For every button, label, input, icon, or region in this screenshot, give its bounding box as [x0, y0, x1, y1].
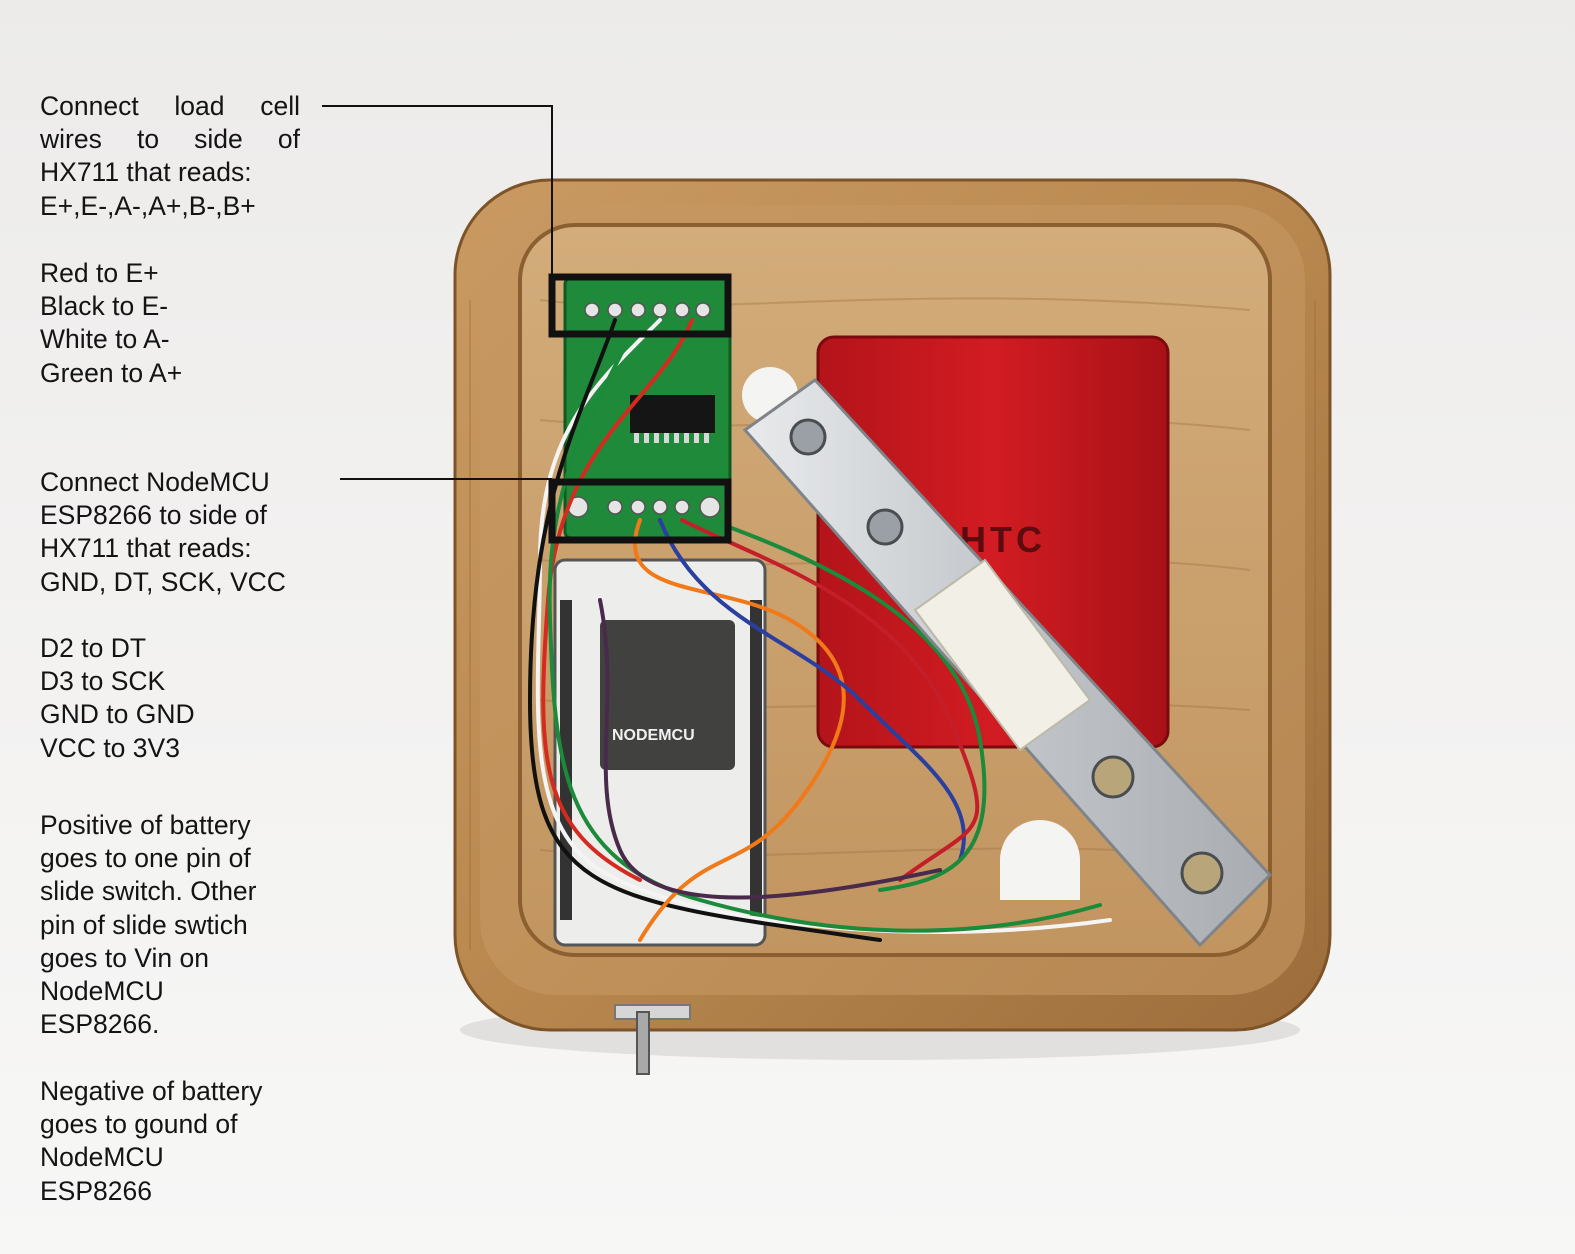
- note-line: NodeMCU: [40, 976, 164, 1007]
- note-line: ESP8266.: [40, 1009, 160, 1040]
- hx711-top-pins: [584, 302, 711, 318]
- note-line: D3 to SCK: [40, 666, 166, 697]
- note-line: ESP8266: [40, 1175, 152, 1206]
- load-cell-bolts: [789, 418, 1224, 895]
- hx711-chip: [630, 395, 715, 433]
- battery: [816, 335, 1170, 749]
- note-line: Connect load cell: [40, 91, 300, 121]
- slide-switch: [614, 1004, 691, 1020]
- note-line: GND to GND: [40, 699, 195, 730]
- note-line: E+,E-,A-,A+,B-,B+: [40, 190, 256, 221]
- callout-line-load-cell: [322, 105, 553, 277]
- hx711-load-cell-pins-highlight: [548, 273, 732, 338]
- load-cell-strain-gauge: [913, 558, 1092, 752]
- note-line: Black to E-: [40, 291, 169, 322]
- note-line: Green to A+: [40, 357, 183, 388]
- nodemcu-instructions: Connect NodeMCU ESP8266 to side of HX711…: [40, 466, 300, 599]
- load-cell-wiring: Red to E+ Black to E- White to A- Green …: [40, 257, 300, 390]
- note-line: HX711 that reads:: [40, 533, 252, 564]
- mount-hole-slot: [1000, 820, 1080, 900]
- note-line: Positive of battery: [40, 810, 251, 840]
- note-line: NodeMCU: [40, 1142, 164, 1173]
- battery-negative-instructions: Negative of battery goes to gound of Nod…: [40, 1075, 300, 1208]
- note-line: GND, DT, SCK, VCC: [40, 566, 286, 597]
- hx711-chip-pins: [634, 433, 709, 443]
- hx711-nodemcu-pins-highlight: [548, 478, 732, 544]
- note-line: goes to one pin of: [40, 843, 251, 874]
- note-line: wires to side of: [40, 124, 300, 155]
- note-line: pin of slide swtich: [40, 909, 248, 940]
- note-line: VCC to 3V3: [40, 732, 180, 763]
- nodemcu-board-label: NODEMCU: [612, 727, 695, 744]
- nodemcu-wiring: D2 to DT D3 to SCK GND to GND VCC to 3V3: [40, 632, 300, 765]
- note-line: goes to gound of: [40, 1109, 238, 1140]
- note-line: Negative of battery: [40, 1076, 263, 1106]
- wires: [527, 318, 1112, 942]
- load-cell-instructions: Connect load cell wires to side of HX711…: [40, 90, 300, 223]
- note-line: slide switch. Other: [40, 876, 257, 907]
- note-line: D2 to DT: [40, 633, 147, 663]
- nodemcu-module: [600, 620, 735, 770]
- battery-positive-instructions: Positive of battery goes to one pin of s…: [40, 809, 300, 1041]
- note-line: ESP8266 to side of: [40, 500, 267, 531]
- slide-switch-lever: [636, 1011, 650, 1075]
- note-line: goes to Vin on: [40, 942, 209, 973]
- note-line: HX711 that reads:: [40, 157, 252, 188]
- note-line: Connect NodeMCU: [40, 467, 270, 497]
- note-line: Red to E+: [40, 258, 159, 288]
- note-line: White to A-: [40, 324, 170, 355]
